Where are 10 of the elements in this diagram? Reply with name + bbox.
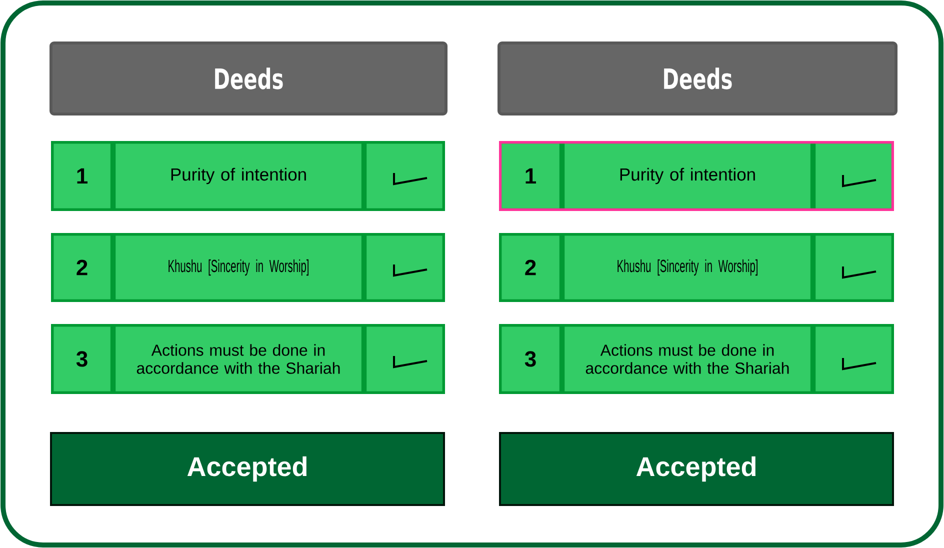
number-cell: 1 — [51, 141, 114, 211]
number-cell: 2 — [499, 233, 562, 302]
number-cell: 1 — [499, 141, 562, 211]
header-box: Deeds — [50, 42, 448, 116]
number-cell: 3 — [499, 324, 562, 394]
number-cell: 2 — [51, 233, 114, 302]
header-box: Deeds — [498, 42, 898, 116]
status-box: Accepted — [499, 432, 894, 506]
number-cell: 3 — [51, 324, 114, 394]
status-box: Accepted — [50, 432, 445, 506]
